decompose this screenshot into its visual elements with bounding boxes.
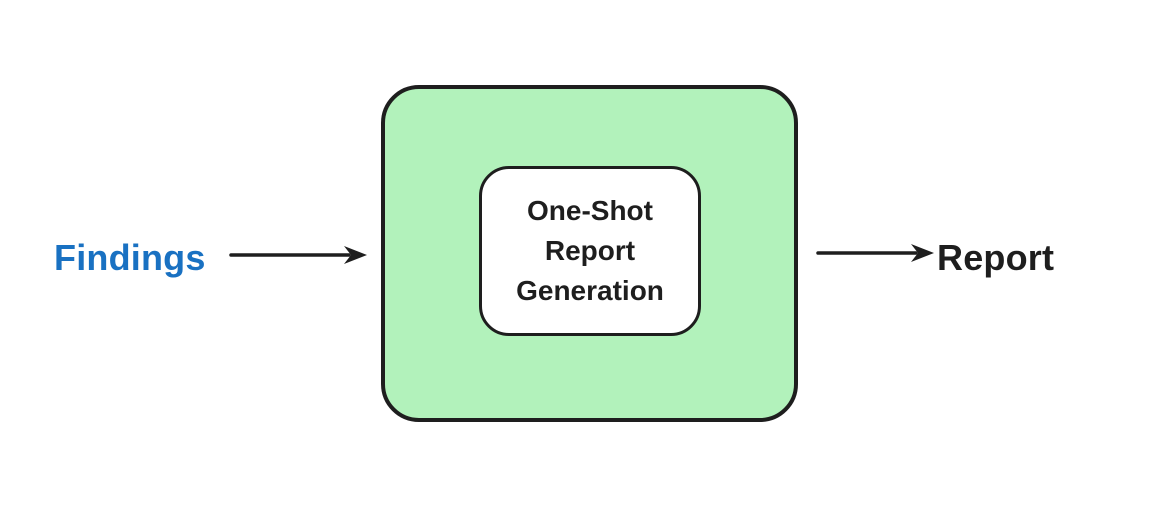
arrow-findings-to-process-icon [229, 246, 367, 264]
arrow-process-to-report-icon [816, 244, 934, 262]
process-step-line-3: Generation [516, 275, 664, 306]
findings-label: Findings [54, 237, 206, 278]
one-shot-process-box: One-Shot Report Generation [381, 85, 798, 422]
process-step-line-2: Report [544, 235, 636, 266]
process-step-line-1: One-Shot [527, 195, 653, 226]
report-label: Report [937, 237, 1055, 278]
process-step-box: One-Shot Report Generation [479, 166, 701, 336]
